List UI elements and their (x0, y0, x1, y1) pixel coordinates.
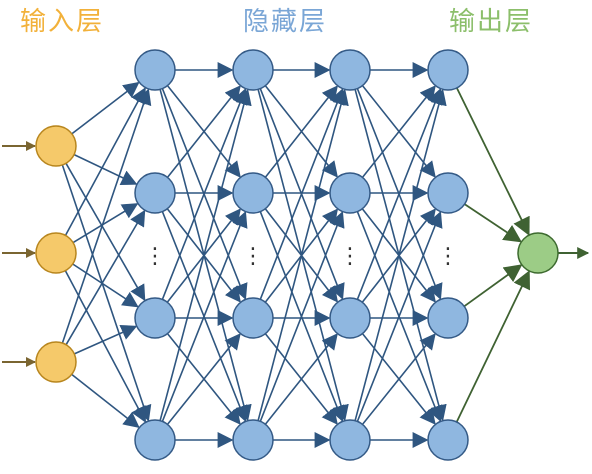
input-node-1 (35, 125, 77, 167)
edge-hidden3-2-to-hidden4-0 (356, 88, 443, 300)
edge-input-0-to-hidden1-3 (61, 164, 152, 422)
hidden-node-l4-1 (427, 49, 469, 91)
hidden-node-l1-2 (134, 172, 176, 214)
edge-hidden3-3-to-hidden4-1 (356, 211, 443, 422)
hidden-node-l4-4 (427, 419, 469, 461)
hidden-node-l2-2 (232, 172, 274, 214)
hidden-ellipses: ⋮ ⋮ ⋮ ⋮ (144, 244, 459, 269)
hidden-node-l3-1 (329, 49, 371, 91)
hidden-node-l2-3 (232, 297, 274, 339)
edge-hidden1-3-to-hidden2-1 (161, 211, 248, 422)
input-arrows (2, 141, 36, 367)
hidden-node-l1-4 (134, 419, 176, 461)
hidden-node-l4-3 (427, 297, 469, 339)
hidden-node-l3-3 (329, 297, 371, 339)
edge-input-2-to-hidden1-1 (65, 209, 146, 346)
output-layer-title: 输出层 (449, 7, 533, 37)
edge-hidden3-1-to-hidden4-0 (361, 85, 436, 178)
network-nodes (35, 49, 559, 461)
ellipsis-layer-3: ⋮ (339, 244, 361, 269)
edge-input-2-to-hidden1-2 (73, 325, 138, 355)
input-layer-title: 输入层 (20, 7, 104, 37)
hidden-node-l4-2 (427, 172, 469, 214)
edge-input-1-to-hidden1-0 (64, 87, 146, 236)
edge-hidden1-1-to-hidden2-0 (166, 85, 241, 178)
hidden-layer-title: 隐藏层 (243, 7, 327, 37)
edge-input-1-to-hidden1-1 (72, 203, 139, 244)
edge-hidden1-2-to-hidden2-0 (161, 88, 248, 300)
edge-input-2-to-hidden1-3 (71, 373, 140, 428)
edge-hidden4-0-to-output (455, 87, 530, 236)
hidden-node-l1-3 (134, 297, 176, 339)
ellipsis-layer-1: ⋮ (144, 244, 166, 269)
edge-hidden1-3-to-hidden2-2 (166, 333, 241, 425)
edge-input-0-to-hidden1-0 (71, 81, 140, 135)
hidden-node-l3-2 (329, 172, 371, 214)
edge-input-0-to-hidden1-1 (73, 153, 138, 186)
edge-hidden2-2-to-hidden3-0 (259, 88, 345, 300)
edge-hidden4-3-to-output (455, 270, 530, 423)
input-node-3 (35, 341, 77, 383)
connection-edges (61, 62, 590, 448)
edge-hidden4-2-to-output (463, 264, 523, 308)
edge-input-1-to-hidden1-2 (72, 263, 139, 308)
edge-hidden2-3-to-hidden3-1 (259, 211, 345, 422)
edge-hidden2-1-to-hidden3-0 (264, 85, 338, 178)
output-node-1 (517, 232, 559, 274)
edge-hidden3-3-to-hidden4-0 (354, 88, 447, 421)
ellipsis-layer-2: ⋮ (242, 244, 264, 269)
edge-hidden1-3-to-hidden2-0 (159, 88, 252, 421)
hidden-node-l1-1 (134, 49, 176, 91)
ellipsis-layer-4: ⋮ (437, 244, 459, 269)
hidden-node-l2-1 (232, 49, 274, 91)
edge-input-2-to-hidden1-0 (61, 88, 152, 344)
hidden-node-l3-4 (329, 419, 371, 461)
edge-hidden2-3-to-hidden3-2 (264, 333, 338, 425)
input-node-2 (35, 232, 77, 274)
edge-hidden2-3-to-hidden3-0 (257, 88, 349, 421)
edge-input-0-to-hidden1-2 (65, 162, 146, 302)
edge-hidden4-1-to-output (464, 203, 522, 243)
edge-hidden3-3-to-hidden4-2 (361, 333, 436, 425)
hidden-node-l2-4 (232, 419, 274, 461)
